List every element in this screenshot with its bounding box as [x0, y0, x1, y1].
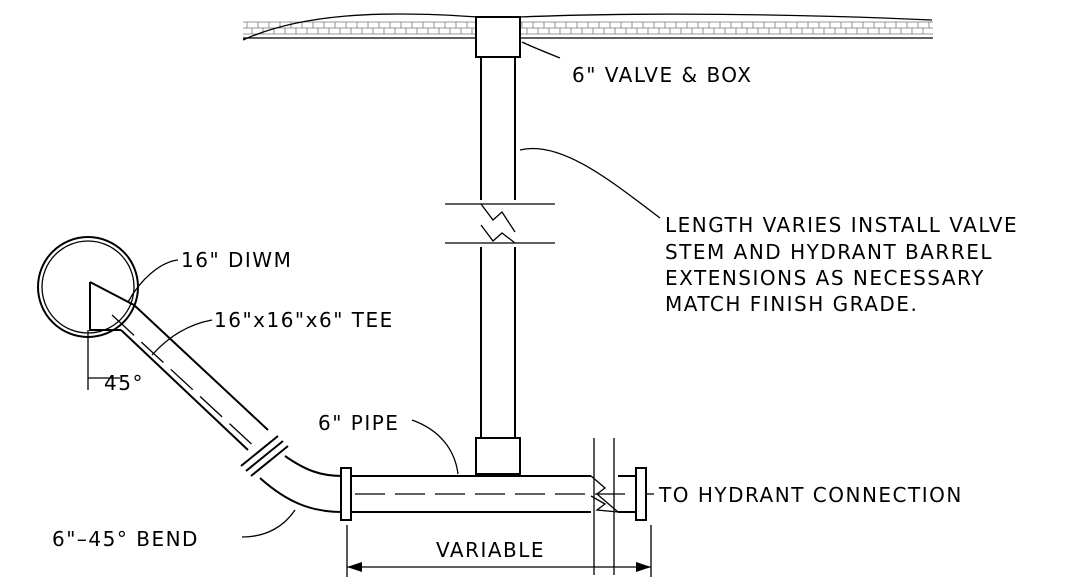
horizontal-pipe [340, 438, 647, 575]
angle-label: 45° [104, 371, 144, 395]
vertical-riser [445, 57, 555, 475]
length-note-line-4: MATCH FINISH GRADE. [665, 292, 918, 316]
leader-lines [87, 41, 661, 538]
diwm-main [37, 236, 139, 338]
finish-grade [242, 13, 933, 41]
valve-box-label: 6" VALVE & BOX [572, 63, 752, 87]
tee-branch [89, 281, 344, 513]
valve-box [475, 16, 521, 58]
tee-label: 16"x16"x6" TEE [214, 308, 394, 332]
pipe-label: 6" PIPE [318, 411, 399, 435]
variable-label: VARIABLE [436, 538, 545, 562]
variable-dimension [346, 525, 652, 577]
bend-label: 6"–45° BEND [52, 527, 199, 551]
length-note-line-3: EXTENSIONS AS NECESSARY [665, 266, 985, 290]
length-note-line-2: STEM AND HYDRANT BARREL [665, 240, 993, 264]
hydrant-label: TO HYDRANT CONNECTION [658, 483, 963, 507]
length-note-line-1: LENGTH VARIES INSTALL VALVE [665, 213, 1018, 237]
main-label: 16" DIWM [181, 248, 292, 272]
